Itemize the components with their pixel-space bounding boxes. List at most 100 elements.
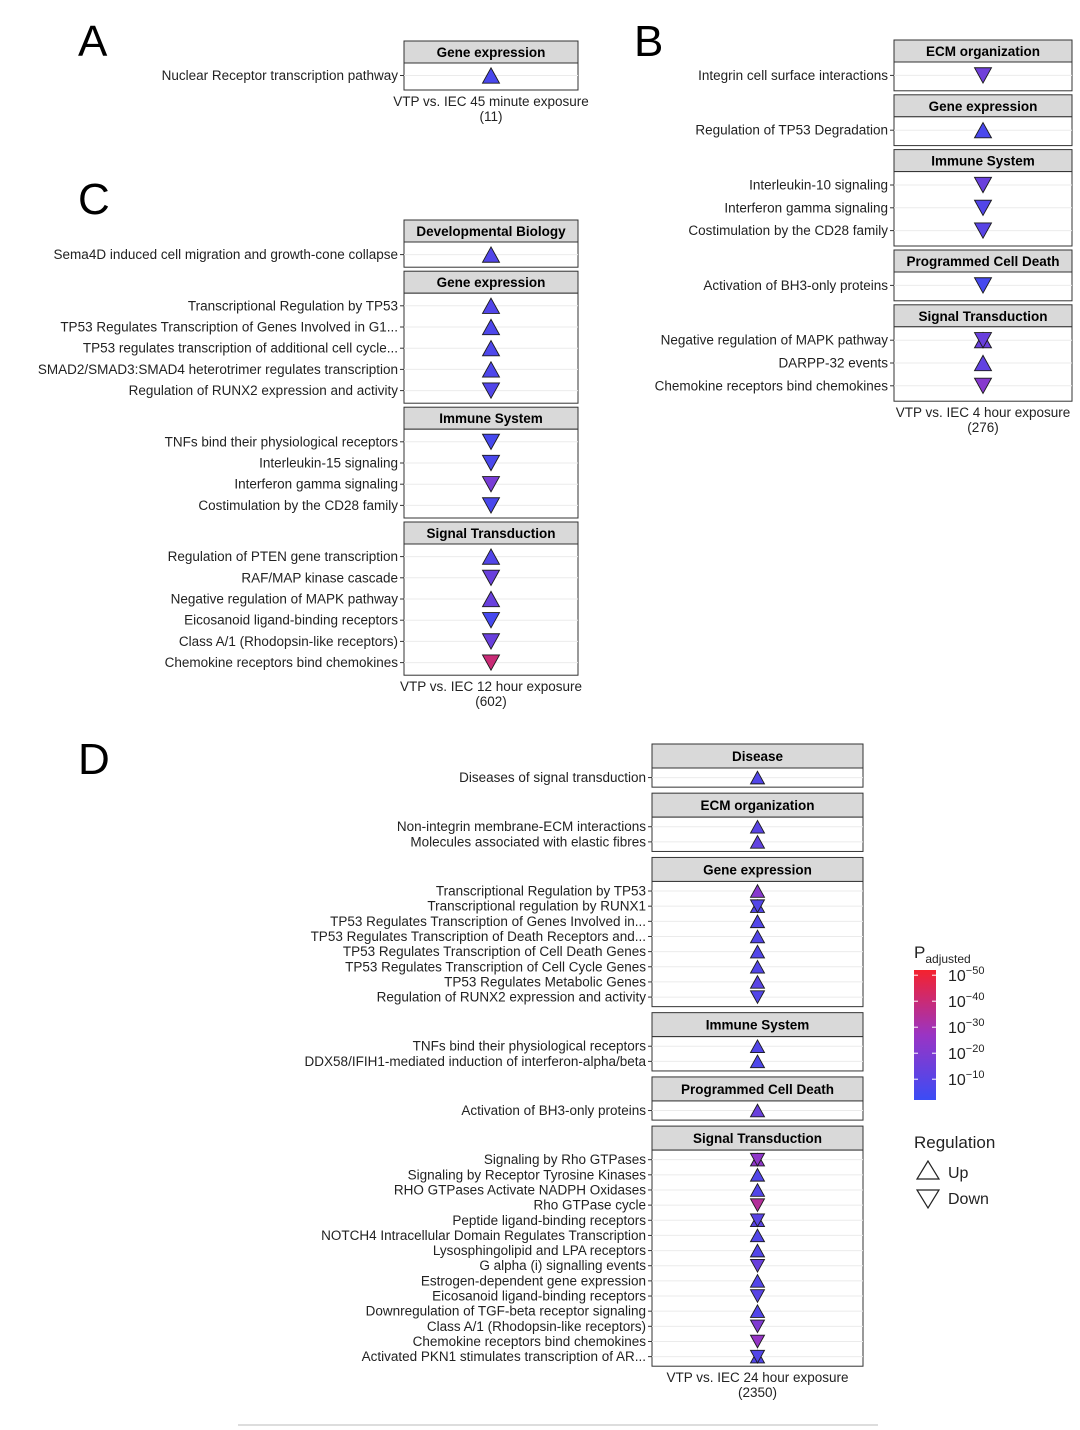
facet-panel [651, 1149, 864, 1367]
facet-strip-label: Immune System [706, 1018, 810, 1033]
x-axis-count: (602) [475, 694, 507, 709]
x-axis-label: VTP vs. IEC 4 hour exposure [896, 405, 1071, 420]
facet-strip-label: ECM organization [926, 44, 1040, 59]
pathway-label: Negative regulation of MAPK pathway [171, 592, 399, 607]
point-down [749, 1198, 766, 1213]
x-axis-count: (276) [967, 420, 999, 435]
pathway-label: RAF/MAP kinase cascade [241, 570, 398, 585]
pathway-label: RHO GTPases Activate NADPH Oxidases [394, 1182, 646, 1197]
point-down [749, 990, 766, 1005]
plots-layer: Gene expression Nuclear Receptor transcri… [38, 39, 1073, 1400]
point-up [749, 883, 766, 898]
pathway-label: Rho GTPase cycle [533, 1198, 646, 1213]
pathway-label: Estrogen-dependent gene expression [421, 1273, 646, 1288]
facet-strip-label: Developmental Biology [416, 224, 566, 239]
point-down [749, 1258, 766, 1273]
point-up [749, 1103, 766, 1118]
facet-strip-label: Gene expression [929, 99, 1038, 114]
pathway-label: Interleukin-15 signaling [259, 456, 398, 471]
point-down [973, 176, 993, 194]
legend-p-sub: adjusted [925, 952, 970, 966]
point-up [749, 834, 766, 849]
pathway-label: TP53 Regulates Transcription of Cell Cyc… [345, 959, 646, 974]
panel-label-c: C [78, 175, 110, 224]
point-down [973, 332, 993, 349]
pathway-label: TP53 Regulates Transcription of Genes In… [330, 914, 646, 929]
pathway-label: Transcriptional regulation by RUNX1 [427, 899, 646, 914]
pathway-label: Integrin cell surface interactions [698, 68, 888, 83]
pathway-label: Regulation of RUNX2 expression and activ… [377, 990, 647, 1005]
point-down [749, 1289, 766, 1304]
point-down [749, 899, 766, 914]
point-up [749, 914, 766, 929]
point-up [749, 1167, 766, 1182]
point-down [749, 1349, 766, 1364]
point-up [749, 974, 766, 989]
point-up [749, 1054, 766, 1069]
facet-strip-label: Signal Transduction [693, 1131, 822, 1146]
x-axis-count: (11) [479, 109, 502, 124]
facet-strip-label: ECM organization [701, 798, 815, 813]
facet-strip-label: Immune System [931, 154, 1035, 169]
point-down [481, 497, 501, 514]
point-up [749, 959, 766, 974]
pathway-label: Transcriptional Regulation by TP53 [188, 298, 398, 313]
pathway-label: Activation of BH3-only proteins [703, 278, 888, 293]
colorbar-tick-label: 10−20 [948, 1043, 984, 1063]
facet-strip-label: Disease [732, 749, 784, 764]
pathway-label: TP53 Regulates Transcription of Cell Dea… [343, 944, 646, 959]
pathway-label: Activated PKN1 stimulates transcription … [362, 1349, 646, 1364]
point-up [749, 1243, 766, 1258]
x-axis-label: VTP vs. IEC 12 hour exposure [400, 679, 582, 694]
pathway-label: Chemokine receptors bind chemokines [413, 1334, 647, 1349]
pathway-label: Diseases of signal transduction [459, 770, 646, 785]
pathway-label: Chemokine receptors bind chemokines [655, 378, 889, 393]
pathway-label: TNFs bind their physiological receptors [165, 434, 399, 449]
point-down [749, 1334, 766, 1349]
point-down [973, 222, 993, 240]
point-up [749, 1038, 766, 1053]
legend: Padjusted10−5010−4010−3010−2010−10Regula… [914, 943, 995, 1210]
point-down [749, 1152, 766, 1167]
point-up [481, 318, 501, 336]
pathway-label: Class A/1 (Rhodopsin-like receptors) [179, 634, 398, 649]
facet-panel [403, 543, 579, 676]
colorbar-tick-label: 10−30 [948, 1017, 984, 1037]
legend-regulation-title: Regulation [914, 1133, 995, 1152]
pathway-label: Downregulation of TGF-beta receptor sign… [366, 1304, 646, 1319]
point-down [973, 67, 993, 84]
point-up [749, 929, 766, 944]
legend-up-triangle [915, 1159, 941, 1180]
pathway-label: DDX58/IFIH1-mediated induction of interf… [305, 1054, 647, 1069]
facet-strip [651, 743, 864, 769]
point-up [749, 819, 766, 834]
facet-strip-label: Signal Transduction [918, 309, 1047, 324]
pathway-label: Class A/1 (Rhodopsin-like receptors) [427, 1319, 646, 1334]
facet-strip-label: Gene expression [703, 862, 812, 877]
point-down [481, 433, 501, 451]
facet-strip [651, 856, 864, 882]
point-up [481, 339, 501, 357]
x-axis-count: (2350) [738, 1385, 777, 1400]
pathway-label: Regulation of TP53 Degradation [695, 123, 888, 138]
pathway-label: Nuclear Receptor transcription pathway [162, 68, 399, 83]
pathway-label: Transcriptional Regulation by TP53 [436, 884, 646, 899]
pathway-label: Lysosphingolipid and LPA receptors [433, 1243, 646, 1258]
facet-strip [651, 1012, 864, 1038]
pathway-label: SMAD2/SMAD3:SMAD4 heterotrimer regulates… [38, 362, 398, 377]
pathway-label: Costimulation by the CD28 family [198, 498, 398, 513]
point-up [749, 770, 766, 785]
pathway-label: DARPP-32 events [778, 356, 888, 371]
panel-label-a: A [78, 17, 108, 66]
